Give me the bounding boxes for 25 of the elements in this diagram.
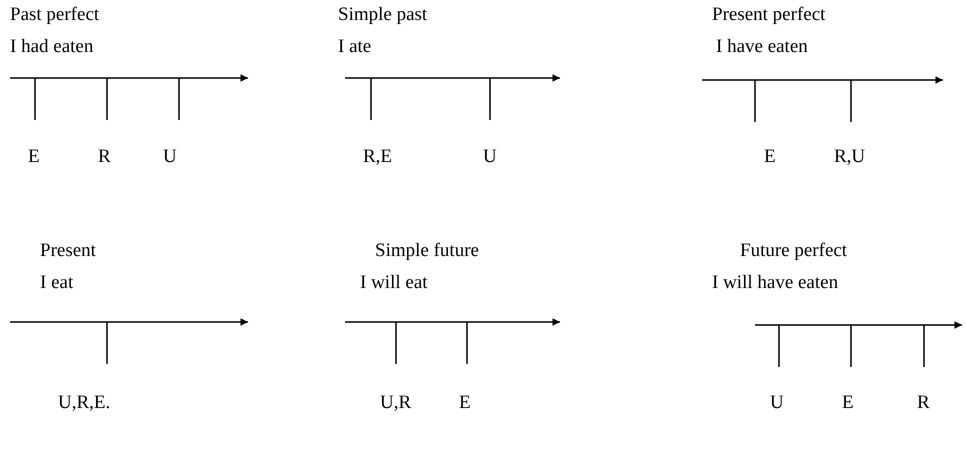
tick-label: E bbox=[764, 146, 776, 168]
tense-label: I have eaten bbox=[716, 36, 808, 58]
tense-label: I will eat bbox=[360, 272, 428, 294]
tense-label: Future perfect bbox=[740, 240, 848, 262]
tick-label: E bbox=[459, 392, 471, 414]
tick-label: R bbox=[98, 146, 111, 168]
tick-label: U bbox=[770, 392, 784, 414]
tick-label: E bbox=[28, 146, 40, 168]
tense-label: Past perfect bbox=[10, 4, 100, 26]
tense-label: I ate bbox=[338, 36, 372, 58]
tick-label: R bbox=[917, 392, 930, 414]
tick-label: R,E bbox=[363, 146, 392, 168]
tense-label: Simple past bbox=[338, 4, 428, 26]
tense-label: Present perfect bbox=[712, 4, 826, 26]
tick-label: U bbox=[483, 146, 497, 168]
tick-label: R,U bbox=[834, 146, 866, 168]
tick-label: U bbox=[163, 146, 177, 168]
tense-label: I eat bbox=[40, 272, 74, 294]
tense-label: I will have eaten bbox=[712, 272, 838, 294]
tense-label: Present bbox=[40, 240, 96, 262]
tick-label: E bbox=[842, 392, 854, 414]
tense-label: I had eaten bbox=[10, 36, 94, 58]
tense-label: Simple future bbox=[375, 240, 479, 262]
tick-label: U,R bbox=[380, 392, 412, 414]
tick-label: U,R,E. bbox=[58, 392, 110, 414]
